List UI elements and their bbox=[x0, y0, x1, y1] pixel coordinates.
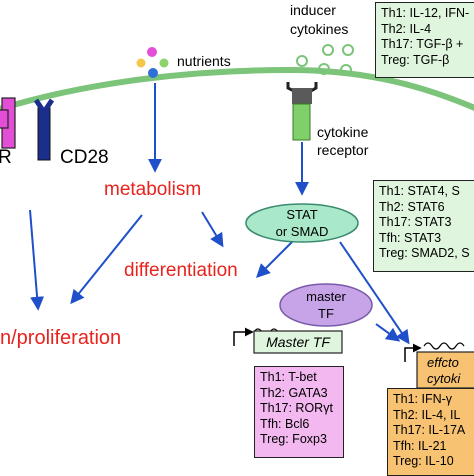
master-box-line: Th2: GATA3 bbox=[260, 385, 328, 400]
master-box-line: Th1: T-bet bbox=[260, 370, 317, 384]
master-tf-box: Th1: T-bet Th2: GATA3 Th17: RORγt Tfh: B… bbox=[254, 366, 344, 458]
inducer-box-line: Th1: IL-12, IFN- bbox=[381, 6, 470, 20]
cell-membrane bbox=[0, 66, 474, 113]
arrow-master-effector bbox=[375, 323, 401, 342]
inducer-box-line: Treg: TGF-β bbox=[381, 52, 450, 67]
stat-smad-ellipse bbox=[245, 203, 359, 243]
stat-box-line: Th2: STAT6 bbox=[379, 199, 445, 214]
effector-box-line: Th1: IFN-γ bbox=[393, 392, 453, 406]
receptor-label-line2: receptor bbox=[317, 142, 369, 158]
nutrients-label: nutrients bbox=[177, 53, 231, 69]
effector-box-line: Th17: IL-17A bbox=[393, 423, 466, 437]
cd28-label: CD28 bbox=[60, 147, 109, 168]
arrow-stat-master bbox=[256, 241, 293, 278]
arrow-metabolism-differentiation bbox=[201, 211, 224, 248]
effector-gene-label-line2: cytoki bbox=[427, 371, 461, 386]
effector-box-line: Tfh: IL-21 bbox=[393, 438, 447, 453]
stat-box-line: Tfh: STAT3 bbox=[379, 230, 442, 245]
effector-box-line: Th2: IL-4, IL bbox=[393, 407, 461, 422]
arrow-stat-effector bbox=[339, 241, 410, 345]
inducer-box-line: Th2: IL-4 bbox=[381, 21, 432, 36]
master-box-line: Tfh: Bcl6 bbox=[260, 416, 310, 431]
cd28-receptor-icon bbox=[33, 98, 55, 161]
effector-gene-label-line1: effcto bbox=[427, 355, 459, 370]
effector-gene-box bbox=[416, 351, 474, 389]
nutrients-icon bbox=[136, 47, 169, 78]
inducer-label-line1: inducer bbox=[290, 2, 336, 18]
arrow-metabolism-proliferation bbox=[70, 214, 143, 305]
effector-promoter-icon bbox=[404, 342, 465, 362]
stat-box-line: Th1: STAT4, S bbox=[379, 184, 460, 198]
master-tf-gene-label: Master TF bbox=[266, 334, 331, 350]
tcr-receptor-icon bbox=[0, 97, 16, 149]
master-box-line: Treg: Foxp3 bbox=[260, 432, 327, 446]
master-label-line2: TF bbox=[318, 306, 334, 321]
inducer-cytokines-box: Th1: IL-12, IFN- Th2: IL-4 Th17: TGF-β +… bbox=[375, 2, 474, 78]
stat-box-line: Th17: STAT3 bbox=[379, 215, 452, 229]
cytokine-receptor-icon bbox=[286, 82, 318, 141]
inducer-label-line2: cytokines bbox=[290, 21, 348, 37]
tcr-label: R bbox=[0, 147, 12, 168]
arrow-tcr-proliferation bbox=[29, 209, 45, 311]
proliferation-label: n/proliferation bbox=[0, 327, 121, 349]
master-box-line: Th17: RORγt bbox=[260, 401, 333, 415]
effector-cytokines-box: Th1: IFN-γ Th2: IL-4, IL Th17: IL-17A Tf… bbox=[387, 388, 474, 476]
master-tf-gene-box bbox=[253, 330, 343, 354]
stat-box-line: Treg: SMAD2, S bbox=[379, 246, 470, 260]
stat-label-line2: or SMAD bbox=[276, 224, 329, 239]
differentiation-label: differentiation bbox=[124, 260, 238, 281]
master-label-line1: master bbox=[306, 289, 346, 304]
metabolism-label: metabolism bbox=[104, 179, 201, 200]
cytokines-icon bbox=[296, 44, 354, 76]
receptor-label-line1: cytokine bbox=[317, 124, 369, 140]
master-tf-ellipse bbox=[279, 283, 373, 327]
stat-factors-box: Th1: STAT4, S Th2: STAT6 Th17: STAT3 Tfh… bbox=[373, 180, 474, 272]
effector-box-line: Treg: IL-10 bbox=[393, 454, 454, 468]
inducer-box-line: Th17: TGF-β + bbox=[381, 37, 464, 51]
stat-label-line1: STAT bbox=[286, 207, 317, 222]
